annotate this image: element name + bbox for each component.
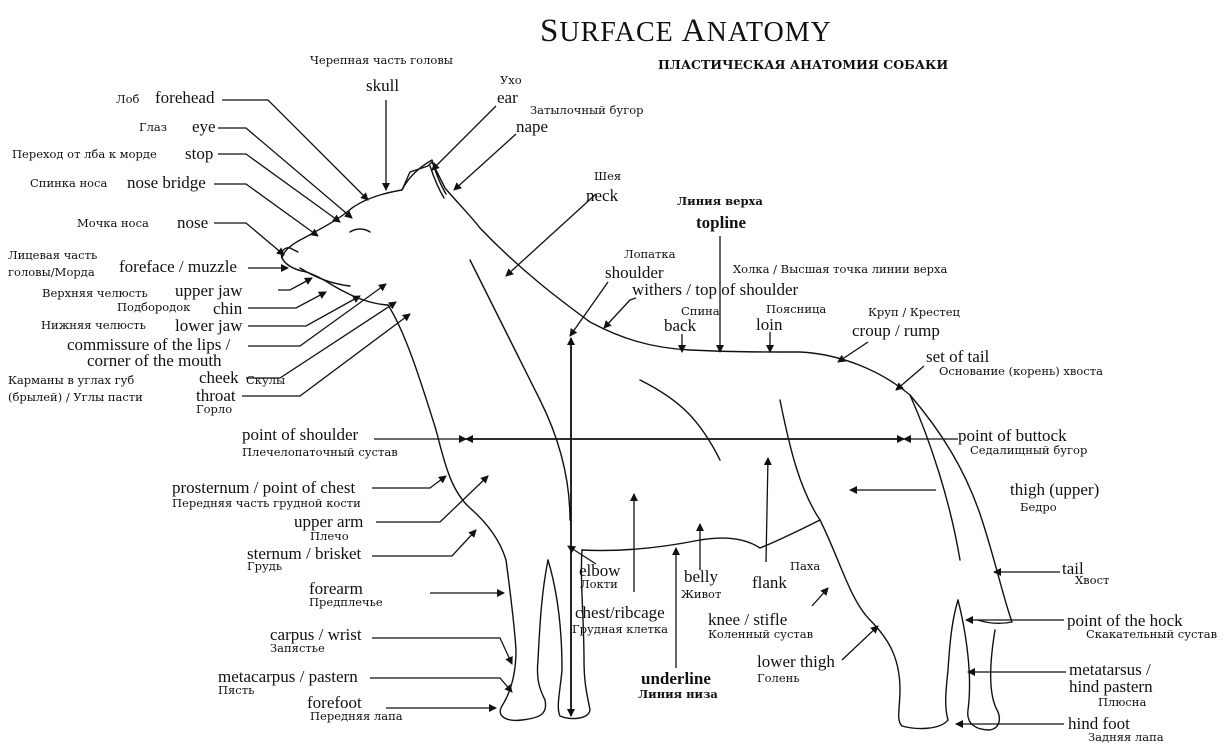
label-underline: underline: [641, 670, 711, 687]
label-sternum-ru: Грудь: [247, 561, 282, 573]
label-cheek: cheek: [199, 369, 239, 386]
label-tail-ru: Хвост: [1075, 575, 1109, 587]
label-topline: topline: [696, 214, 746, 231]
label-belly: belly: [684, 568, 718, 585]
label-lower-thigh-ru: Голень: [757, 673, 800, 685]
label-croup-ru: Круп / Крестец: [868, 307, 960, 319]
measurement-arrows: [466, 338, 904, 716]
label-prosternum-ru: Передняя часть грудной кости: [172, 498, 361, 510]
label-croup: croup / rump: [852, 322, 940, 339]
label-commissure-ru-1: Карманы в углах губ: [8, 375, 134, 387]
label-flank: flank: [752, 574, 787, 591]
label-nose-ru: Мочка носа: [77, 218, 149, 230]
label-ear-ru: Ухо: [500, 75, 522, 87]
label-metatarsus-2: hind pastern: [1069, 678, 1153, 695]
label-metacarpus-ru: Пясть: [218, 685, 254, 697]
label-hind-foot-ru: Задняя лапа: [1088, 732, 1164, 744]
label-point-of-shoulder-ru: Плечелопаточный сустав: [242, 447, 398, 459]
label-point-of-shoulder: point of shoulder: [242, 426, 358, 443]
label-ear: ear: [497, 89, 518, 106]
label-withers-ru: Холка / Высшая точка линии верха: [733, 264, 947, 276]
label-shoulder: shoulder: [605, 264, 664, 281]
label-neck-ru: Шея: [594, 171, 621, 183]
label-prosternum: prosternum / point of chest: [172, 479, 355, 496]
label-point-of-buttock: point of buttock: [958, 427, 1067, 444]
label-lower-jaw-ru: Нижняя челюсть: [41, 320, 146, 332]
label-commissure-2: corner of the mouth: [87, 352, 222, 369]
label-foreface-ru-2: головы/Морда: [8, 267, 95, 279]
label-loin-ru: Поясница: [766, 304, 826, 316]
label-knee: knee / stifle: [708, 611, 787, 628]
label-loin: loin: [756, 316, 782, 333]
label-upper-arm-ru: Плечо: [310, 531, 349, 543]
label-thigh: thigh (upper): [1010, 481, 1099, 498]
label-thigh-ru: Бедро: [1020, 502, 1057, 514]
label-foreface: foreface / muzzle: [119, 258, 237, 275]
label-metatarsus-1: metatarsus /: [1069, 661, 1151, 678]
label-metatarsus-ru: Плюсна: [1098, 697, 1146, 709]
label-commissure-ru-2: (брылей) / Углы пасти: [8, 392, 143, 404]
label-nose: nose: [177, 214, 208, 231]
label-stop: stop: [185, 145, 213, 162]
label-point-of-hock-ru: Скакательный сустав: [1086, 629, 1217, 641]
label-chest: chest/ribcage: [575, 604, 665, 621]
label-back: back: [664, 317, 696, 334]
label-knee-ru: Коленный сустав: [708, 629, 813, 641]
label-foreface-ru-1: Лицевая часть: [8, 250, 97, 262]
label-withers: withers / top of shoulder: [632, 281, 798, 298]
label-set-of-tail: set of tail: [926, 348, 989, 365]
label-eye-ru: Глаз: [139, 122, 167, 134]
label-stop-ru: Переход от лба к морде: [12, 149, 157, 161]
label-throat-ru: Горло: [196, 404, 232, 416]
label-upper-jaw: upper jaw: [175, 282, 243, 299]
label-eye: eye: [192, 118, 216, 135]
label-forefoot-ru: Передняя лапа: [310, 711, 403, 723]
page-title: SURFACE ANATOMY: [540, 13, 832, 50]
label-neck: neck: [586, 187, 618, 204]
label-underline-ru: Линия низа: [638, 689, 718, 701]
label-topline-ru: Линия верха: [677, 196, 763, 208]
label-set-of-tail-ru: Основание (корень) хвоста: [939, 366, 1103, 378]
label-skull: skull: [366, 77, 399, 94]
label-forehead-ru: Лоб: [116, 94, 139, 106]
label-nape: nape: [516, 118, 548, 135]
label-point-of-buttock-ru: Седалищный бугор: [970, 445, 1087, 457]
label-lower-jaw: lower jaw: [175, 317, 243, 334]
label-elbow-ru: Локти: [580, 579, 618, 591]
label-chin: chin: [213, 300, 242, 317]
page-subtitle: ПЛАСТИЧЕСКАЯ АНАТОМИЯ СОБАКИ: [658, 57, 948, 72]
label-chin-ru: Подбородок: [117, 302, 190, 314]
label-lower-thigh: lower thigh: [757, 653, 835, 670]
label-cheek-ru: Скулы: [246, 375, 285, 387]
label-flank-ru: Паха: [790, 561, 820, 573]
label-nose-bridge: nose bridge: [127, 174, 206, 191]
label-nape-ru: Затылочный бугор: [530, 105, 644, 117]
label-forehead: forehead: [155, 89, 214, 106]
label-carpus-ru: Запястье: [270, 643, 325, 655]
label-nose-bridge-ru: Спинка носа: [30, 178, 107, 190]
label-chest-ru: Грудная клетка: [572, 624, 668, 636]
label-upper-jaw-ru: Верхняя челюсть: [42, 288, 148, 300]
label-belly-ru: Живот: [681, 589, 721, 601]
label-skull-ru: Черепная часть головы: [310, 55, 453, 67]
label-forearm-ru: Предплечье: [309, 597, 383, 609]
label-shoulder-ru: Лопатка: [624, 249, 675, 261]
label-upper-arm: upper arm: [294, 513, 363, 530]
